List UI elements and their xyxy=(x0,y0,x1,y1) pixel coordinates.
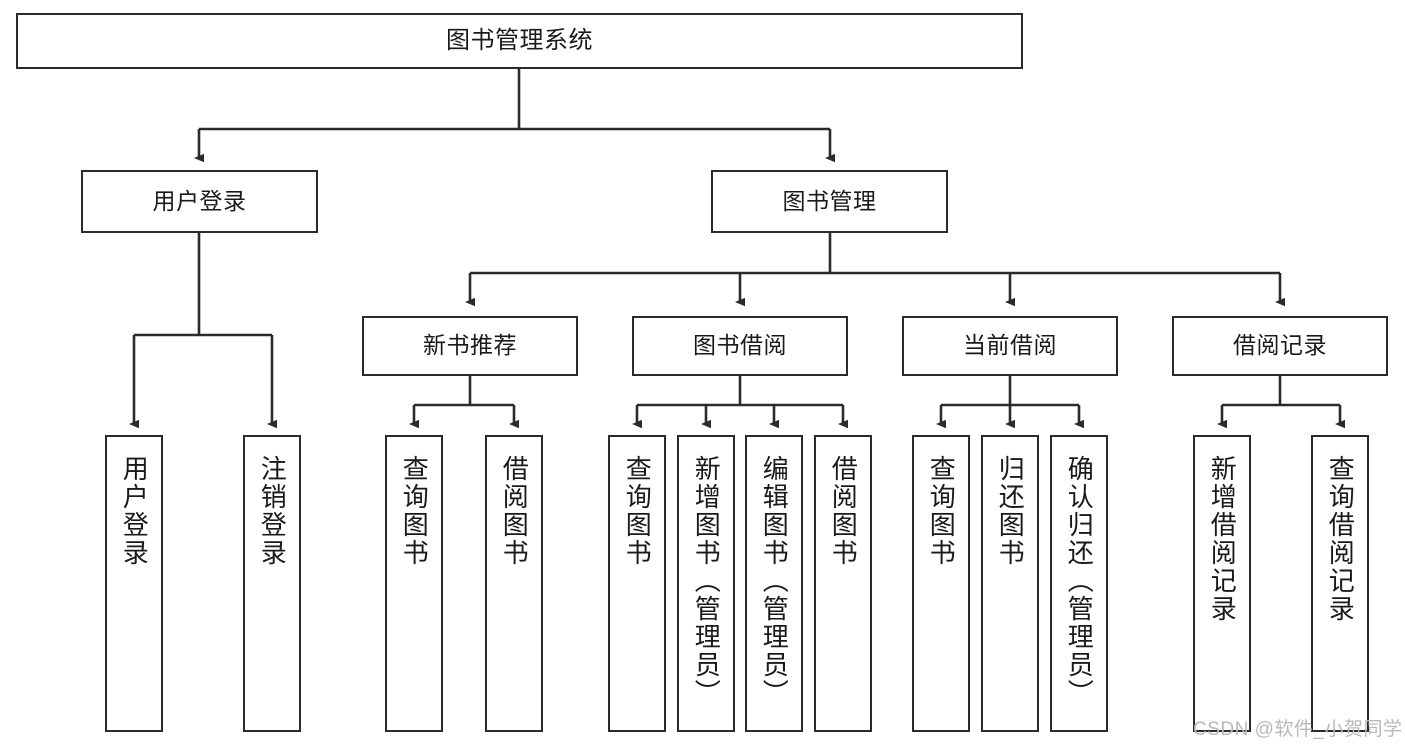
leaf-current-borrow-return[interactable]: 归还图书 xyxy=(981,435,1039,732)
leaf-user-login-login[interactable]: 用户登录 xyxy=(105,435,163,732)
leaf-current-borrow-confirm-return[interactable]: 确认归还（管理员） xyxy=(1050,435,1108,732)
node-label: 新增图书（管理员） xyxy=(691,455,722,707)
node-label: 查询图书 xyxy=(926,455,957,567)
node-label: 注销登录 xyxy=(257,455,288,567)
node-book-manage[interactable]: 图书管理 xyxy=(711,170,948,233)
node-label: 归还图书 xyxy=(995,455,1026,567)
node-current-borrow[interactable]: 当前借阅 xyxy=(902,316,1118,376)
node-new-book-recommend[interactable]: 新书推荐 xyxy=(362,316,578,376)
node-label: 新书推荐 xyxy=(423,332,517,359)
node-label: 借阅记录 xyxy=(1233,332,1327,359)
node-label: 借阅图书 xyxy=(499,455,530,567)
node-label: 用户登录 xyxy=(152,187,247,214)
node-label: 用户登录 xyxy=(119,455,150,567)
leaf-book-borrow-query[interactable]: 查询图书 xyxy=(608,435,666,732)
leaf-new-book-query[interactable]: 查询图书 xyxy=(385,435,443,732)
leaf-borrow-record-add[interactable]: 新增借阅记录 xyxy=(1193,435,1251,732)
node-label: 当前借阅 xyxy=(963,332,1057,359)
node-borrow-record[interactable]: 借阅记录 xyxy=(1172,316,1388,376)
csdn-watermark: CSDN @软件_小贺同学 xyxy=(1193,719,1403,740)
node-book-borrow[interactable]: 图书借阅 xyxy=(632,316,848,376)
leaf-book-borrow-borrow[interactable]: 借阅图书 xyxy=(814,435,872,732)
node-label: 查询借阅记录 xyxy=(1325,455,1356,623)
node-label: 借阅图书 xyxy=(828,455,859,567)
node-label: 新增借阅记录 xyxy=(1207,455,1238,623)
node-root-system[interactable]: 图书管理系统 xyxy=(16,13,1023,69)
node-label: 确认归还（管理员） xyxy=(1064,455,1095,707)
leaf-book-borrow-edit[interactable]: 编辑图书（管理员） xyxy=(745,435,803,732)
leaf-borrow-record-query[interactable]: 查询借阅记录 xyxy=(1311,435,1369,732)
leaf-current-borrow-query[interactable]: 查询图书 xyxy=(912,435,970,732)
leaf-book-borrow-add[interactable]: 新增图书（管理员） xyxy=(677,435,735,732)
leaf-new-book-borrow[interactable]: 借阅图书 xyxy=(485,435,543,732)
node-label: 查询图书 xyxy=(622,455,653,567)
node-label: 图书管理 xyxy=(782,187,877,214)
node-user-login[interactable]: 用户登录 xyxy=(81,170,318,233)
leaf-user-login-logout[interactable]: 注销登录 xyxy=(243,435,301,732)
node-label: 编辑图书（管理员） xyxy=(759,455,790,707)
node-label: 图书管理系统 xyxy=(446,26,593,54)
node-label: 图书借阅 xyxy=(693,332,787,359)
node-label: 查询图书 xyxy=(399,455,430,567)
